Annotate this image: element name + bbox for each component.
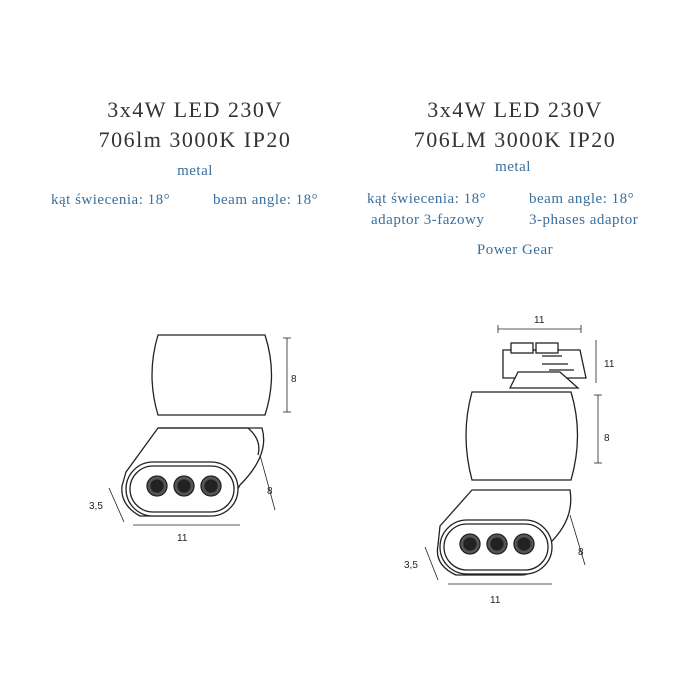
right-dim-adaptor-height: 11 bbox=[604, 359, 615, 370]
right-dim-width: 11 bbox=[490, 595, 501, 606]
right-angle-en: beam angle: 18° bbox=[529, 191, 635, 207]
right-spec-line-2: 706LM 3000K IP20 bbox=[413, 127, 617, 152]
left-dim-depth: 8 bbox=[267, 486, 273, 497]
left-dim-width: 11 bbox=[177, 533, 188, 544]
right-system-name: Power Gear bbox=[476, 242, 554, 258]
right-angle-pl: kąt świecenia: 18° bbox=[367, 191, 487, 207]
left-spec-line-2: 706lm 3000K IP20 bbox=[98, 127, 292, 152]
right-material: metal bbox=[495, 159, 531, 175]
right-dim-top-width: 11 bbox=[534, 315, 545, 326]
left-material: metal bbox=[177, 163, 213, 179]
right-adaptor-pl: adaptor 3-fazowy bbox=[371, 212, 485, 228]
right-lamp-drawing bbox=[436, 342, 587, 576]
left-spec-line-1: 3x4W LED 230V bbox=[107, 97, 283, 122]
left-angle-pl: kąt świecenia: 18° bbox=[51, 192, 171, 208]
right-dimensions bbox=[424, 325, 602, 585]
right-dim-thickness: 3,5 bbox=[404, 560, 418, 571]
right-dim-height: 8 bbox=[604, 433, 610, 444]
right-spec-line-1: 3x4W LED 230V bbox=[427, 97, 603, 122]
left-lamp-drawing bbox=[121, 334, 273, 517]
right-dim-depth: 8 bbox=[578, 547, 584, 558]
left-angle-en: beam angle: 18° bbox=[213, 192, 319, 208]
left-dim-thickness: 3,5 bbox=[89, 501, 103, 512]
left-dim-height: 8 bbox=[291, 374, 297, 385]
left-dimensions bbox=[108, 337, 291, 526]
right-adaptor-en: 3-phases adaptor bbox=[529, 212, 639, 228]
